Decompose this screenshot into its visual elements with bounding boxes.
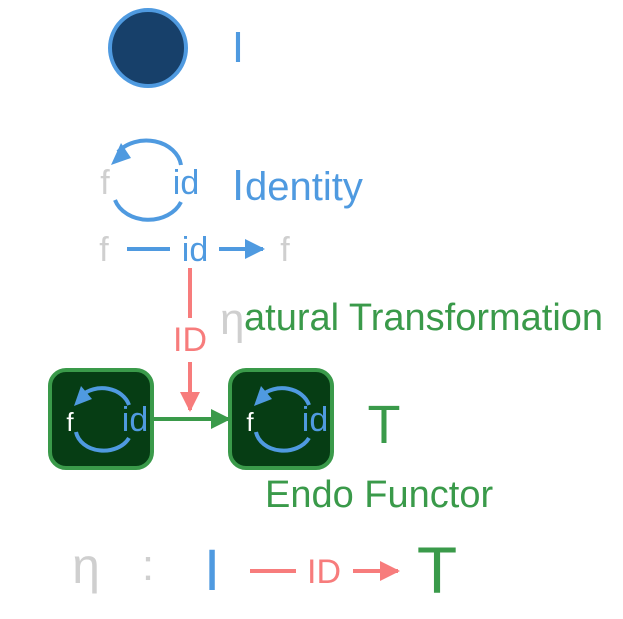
morphism-target: f xyxy=(280,231,290,269)
equation-source: I xyxy=(204,538,220,603)
loop-icon xyxy=(74,386,131,453)
object-circle xyxy=(108,8,188,88)
functor-symbol: T xyxy=(368,395,401,455)
box-right-source: f xyxy=(246,407,254,437)
identity-title-rest: dentity xyxy=(245,165,363,209)
functor-box-left: f id xyxy=(48,368,154,470)
box-left-source: f xyxy=(66,407,74,437)
vertical-arrow-label: ID xyxy=(173,321,207,359)
loop-icon xyxy=(254,386,311,453)
equation-colon: : xyxy=(142,541,154,590)
box-left-label: id xyxy=(122,401,148,439)
morphism-source: f xyxy=(99,231,109,269)
identity-loop-icon xyxy=(111,138,183,222)
equation-arrow-label: ID xyxy=(307,553,341,591)
top-label: I xyxy=(232,23,244,72)
functor-box-right: f id xyxy=(228,368,334,470)
identity-loop-label: id xyxy=(173,164,199,202)
identity-loop-source: f xyxy=(100,164,110,202)
natural-transformation-title: atural Transformation xyxy=(244,297,603,339)
box-right-label: id xyxy=(302,401,328,439)
equation-target: T xyxy=(417,533,457,607)
functor-subtitle: Endo Functor xyxy=(265,474,493,516)
identity-title-initial: I xyxy=(232,161,244,210)
morphism-label: id xyxy=(182,231,208,269)
equation-eta: η xyxy=(72,538,100,594)
natural-transformation-symbol: η xyxy=(220,295,244,344)
